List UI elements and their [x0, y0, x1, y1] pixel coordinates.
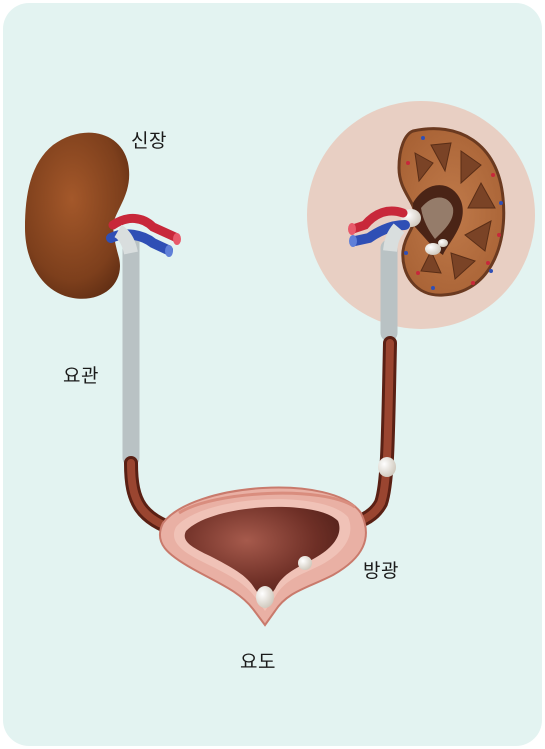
diagram-card: 신장 요관 방광 요도 [3, 3, 542, 746]
label-bladder: 방광 [363, 556, 399, 583]
bladder-stone [298, 556, 312, 570]
bladder [160, 488, 366, 625]
urethra-stone [256, 586, 274, 608]
label-urethra: 요도 [240, 647, 276, 674]
label-kidney: 신장 [131, 126, 167, 153]
left-kidney [25, 133, 181, 299]
left-ureter [131, 241, 178, 531]
ureter-stone [378, 457, 396, 477]
label-ureter: 요관 [63, 361, 99, 388]
